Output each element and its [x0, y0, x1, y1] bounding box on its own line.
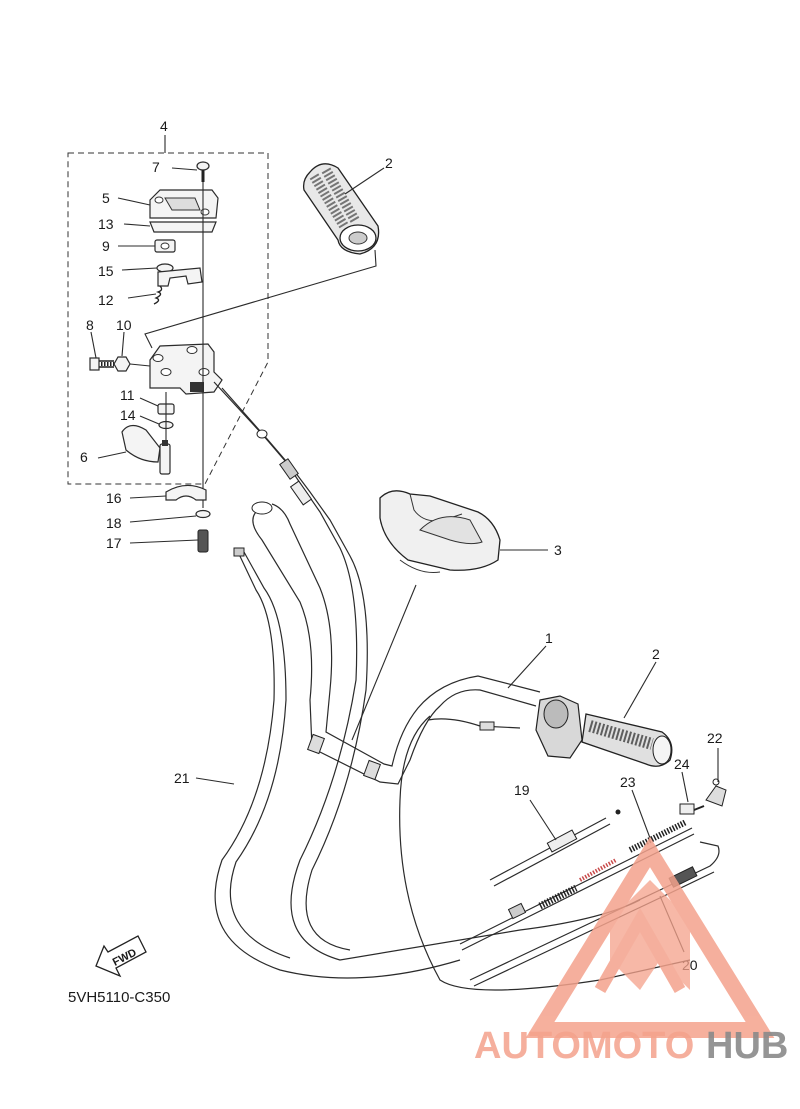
leader-7 — [171, 167, 198, 171]
callout-24: 24 — [674, 756, 690, 772]
fwd-arrow-icon: FWD — [95, 935, 147, 978]
leader-12 — [127, 293, 157, 299]
leader-6 — [97, 451, 127, 459]
part-1-handlebar — [251, 501, 541, 785]
leader-18 — [129, 515, 197, 523]
callout-15: 15 — [98, 263, 114, 279]
part-5-cover — [149, 189, 219, 219]
callout-11: 11 — [120, 387, 135, 403]
handlebar-right-switch — [535, 695, 583, 759]
part-12-spring — [153, 285, 163, 305]
part-18-washer — [195, 509, 211, 519]
leader-8 — [90, 331, 97, 359]
callout-6: 6 — [80, 449, 88, 465]
part-6-throttle-lever — [121, 424, 171, 475]
switch-cable-fitting — [479, 721, 495, 731]
leader-15 — [121, 267, 158, 271]
throttle-cable-upper — [213, 381, 641, 961]
lever-cable-21b — [229, 551, 291, 959]
leader-13 — [123, 223, 151, 227]
throttle-cable-upper-2 — [221, 387, 368, 951]
leader-21 — [195, 777, 235, 785]
part-19-cable — [489, 809, 621, 887]
leader-24 — [681, 771, 689, 803]
throttle-housing — [149, 343, 223, 395]
callout-4: 4 — [160, 118, 168, 134]
part-13-gasket — [149, 221, 217, 233]
leader-16 — [129, 495, 167, 499]
watermark-text-automoto: AUTOMOTO — [474, 1025, 694, 1067]
throttle-lever-plate — [157, 267, 203, 287]
callout-22: 22 — [707, 730, 723, 746]
callout-3: 3 — [554, 542, 562, 558]
leader-19 — [529, 799, 557, 841]
leader-2-upper — [344, 167, 385, 195]
grip-to-housing-line — [144, 249, 377, 349]
part-24-joint — [679, 803, 705, 815]
leader-10 — [121, 331, 125, 357]
callout-18: 18 — [106, 515, 122, 531]
callout-9: 9 — [102, 238, 110, 254]
cable-21-end — [233, 547, 245, 557]
callout-17: 17 — [106, 535, 122, 551]
callout-5: 5 — [102, 190, 110, 206]
callout-14: 14 — [120, 407, 136, 423]
callout-1: 1 — [545, 630, 553, 646]
part-8-bolt — [89, 357, 114, 371]
leader-2-lower — [623, 661, 657, 719]
leader-23 — [631, 789, 651, 839]
part-9-nut — [154, 239, 176, 253]
leader-1 — [507, 645, 547, 689]
callout-2-upper: 2 — [385, 155, 393, 171]
leader-14 — [139, 415, 160, 425]
callout-7: 7 — [152, 159, 160, 175]
part-16-clamp — [165, 484, 207, 501]
part-22-fitting — [705, 778, 727, 807]
bolt-axis-line — [129, 363, 151, 367]
callout-23: 23 — [620, 774, 636, 790]
callout-10: 10 — [116, 317, 132, 333]
part-17-bolt — [197, 529, 209, 553]
part-2-grip-lower — [581, 713, 673, 767]
automotohub-watermark-logo — [525, 836, 775, 1038]
callout-19: 19 — [514, 782, 530, 798]
callout-21: 21 — [174, 770, 190, 786]
throttle-cable-fittings — [256, 429, 313, 506]
callout-13: 13 — [98, 216, 114, 232]
lever-cable-21 — [214, 551, 461, 979]
leader-17 — [129, 539, 199, 544]
part-code: 5VH5110-C350 — [68, 989, 170, 1006]
part-2-grip-upper — [302, 163, 380, 255]
leader-11 — [139, 397, 159, 407]
callout-8: 8 — [86, 317, 94, 333]
callout-16: 16 — [106, 490, 122, 506]
callout-2-lower: 2 — [652, 646, 660, 662]
part-3-handlebar-pad — [379, 490, 501, 573]
leader-5 — [117, 197, 151, 206]
part-10-nut — [113, 356, 131, 372]
part-7-screw — [196, 161, 210, 182]
callout-12: 12 — [98, 292, 114, 308]
watermark-text-hub: HUB — [706, 1025, 788, 1067]
